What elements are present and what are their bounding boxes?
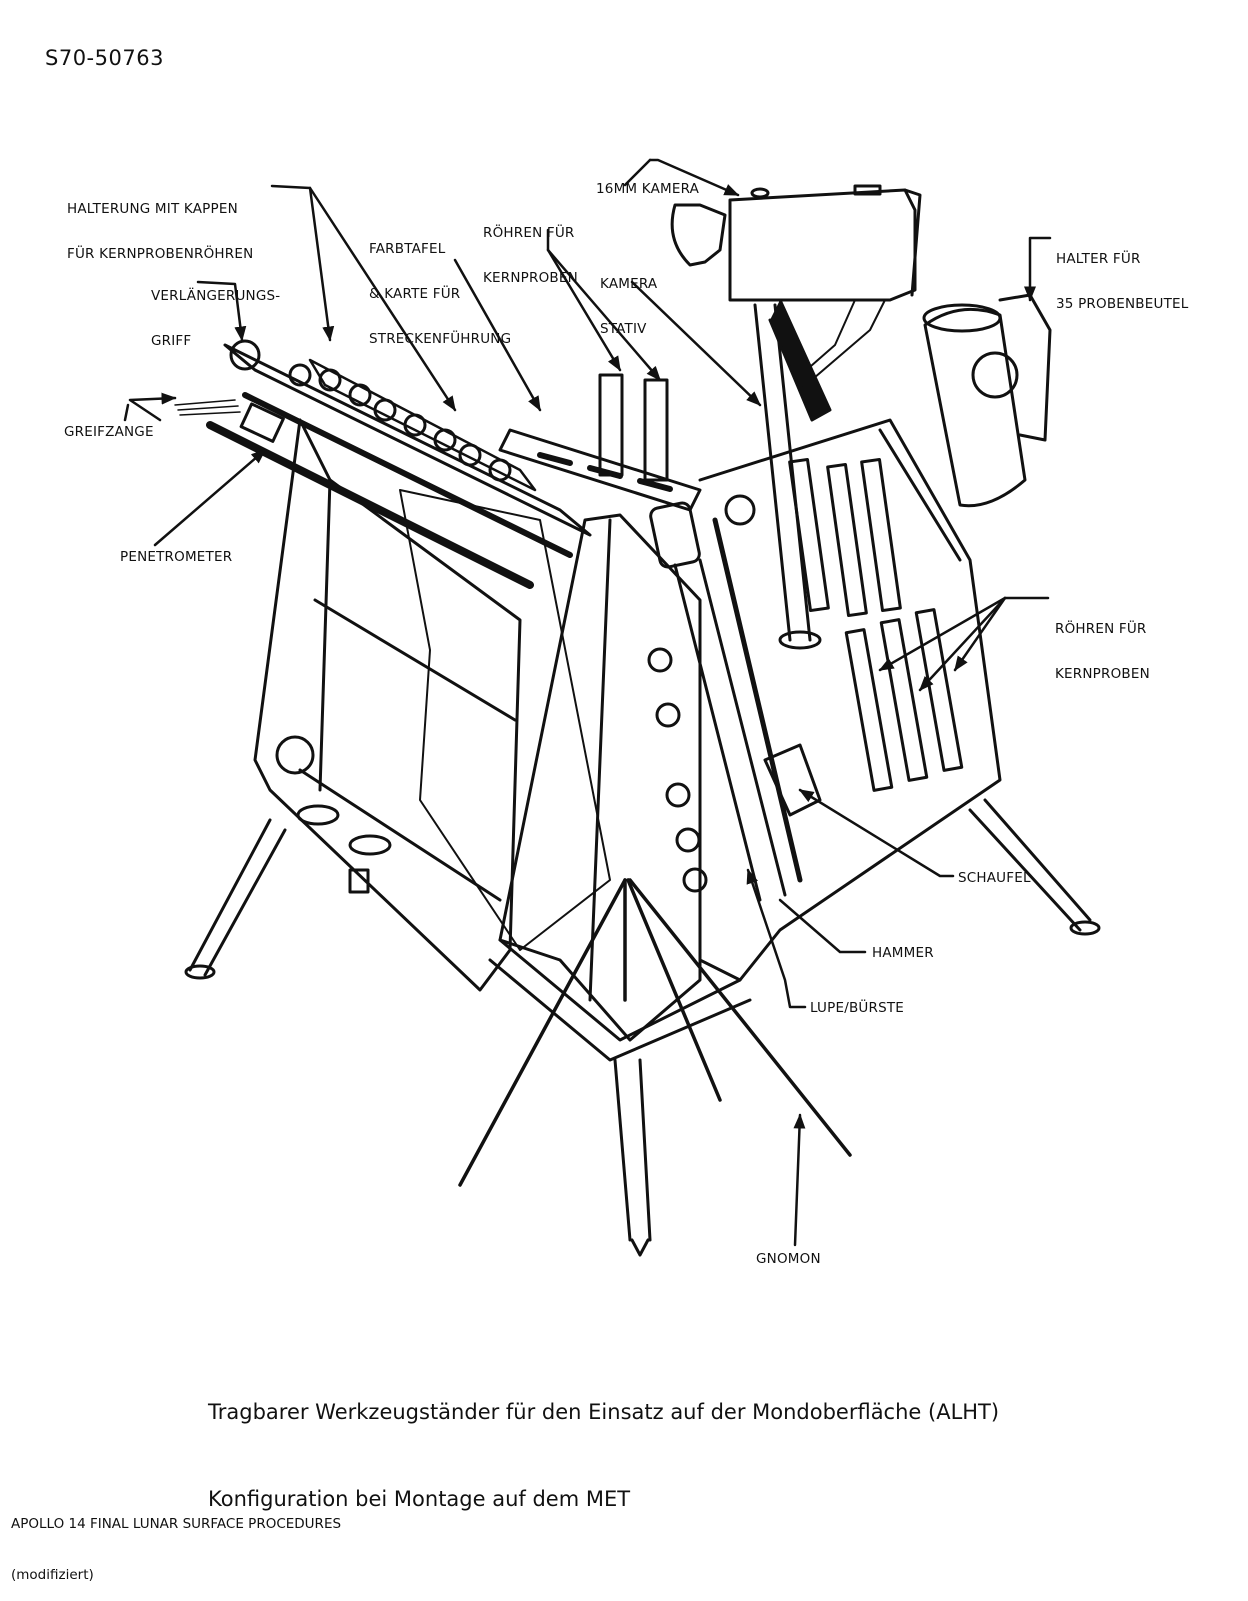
label-gnomon: GNOMON	[756, 1251, 821, 1267]
gnomon-rods	[458, 878, 852, 1187]
label-extension-handle: VERLÄNGERUNGS- GRIFF	[151, 259, 280, 364]
carrier-frame	[253, 418, 1002, 1062]
figure-caption: Tragbarer Werkzeugständer für den Einsat…	[208, 1340, 999, 1543]
label-color-chart-map: FARBTAFEL & KARTE FÜR STRECKENFÜHRUNG	[369, 212, 511, 362]
camera-16mm	[670, 184, 922, 302]
label-line: HALTER FÜR	[1056, 251, 1141, 267]
label-line: KERNPROBEN	[483, 270, 578, 286]
leader-lines	[123, 158, 1052, 1247]
label-line: RÖHREN FÜR	[1055, 621, 1147, 637]
label-line: VERLÄNGERUNGS-	[151, 288, 281, 304]
camera-tripod	[753, 298, 886, 650]
label-scoop: SCHAUFEL	[958, 870, 1031, 886]
core-cap-rack	[174, 339, 592, 589]
alht-tool-carrier-illustration	[123, 158, 1101, 1257]
caption-line-2: Konfiguration bei Montage auf dem MET	[208, 1487, 631, 1511]
label-lens-brush: LUPE/BÜRSTE	[810, 1000, 905, 1016]
label-line: KAMERA	[600, 276, 658, 292]
label-camera-tripod: KAMERA STATIV	[600, 247, 657, 352]
label-penetrometer: PENETROMETER	[120, 549, 233, 565]
core-tubes-right	[788, 457, 964, 792]
label-line: STRECKENFÜHRUNG	[369, 331, 512, 347]
source-line-1: APOLLO 14 FINAL LUNAR SURFACE PROCEDURES	[11, 1516, 342, 1532]
label-line: STATIV	[600, 321, 647, 337]
core-tubes-top	[598, 373, 669, 482]
sample-bag-holder	[922, 293, 1052, 508]
hammer-scoop	[649, 501, 822, 902]
label-camera-16mm: 16MM KAMERA	[596, 181, 700, 197]
label-tongs: GREIFZANGE	[64, 424, 154, 440]
label-core-tube-cap-holder: HALTERUNG MIT KAPPEN FÜR KERNPROBENRÖHRE…	[67, 172, 253, 277]
source-note: APOLLO 14 FINAL LUNAR SURFACE PROCEDURES…	[11, 1482, 341, 1601]
label-line: 35 PROBENBEUTEL	[1056, 296, 1189, 312]
label-sample-bag-holder: HALTER FÜR 35 PROBENBEUTEL	[1056, 222, 1188, 327]
label-core-tubes-right: RÖHREN FÜR KERNPROBEN	[1055, 592, 1150, 697]
label-line: FÜR KERNPROBENRÖHREN	[67, 246, 254, 262]
carrier-legs	[184, 798, 1101, 1257]
caption-line-1: Tragbarer Werkzeugständer für den Einsat…	[208, 1400, 1000, 1424]
label-line: HALTERUNG MIT KAPPEN	[67, 201, 238, 217]
label-line: & KARTE FÜR	[369, 286, 461, 302]
label-line: KERNPROBEN	[1055, 666, 1150, 682]
label-line: GRIFF	[151, 333, 192, 349]
label-core-tubes-top: RÖHREN FÜR KERNPROBEN	[483, 196, 578, 301]
document-id: S70-50763	[45, 46, 164, 70]
label-hammer: HAMMER	[872, 945, 934, 961]
label-line: RÖHREN FÜR	[483, 225, 575, 241]
label-line: FARBTAFEL	[369, 241, 446, 257]
source-line-2: (modifiziert)	[11, 1567, 94, 1583]
